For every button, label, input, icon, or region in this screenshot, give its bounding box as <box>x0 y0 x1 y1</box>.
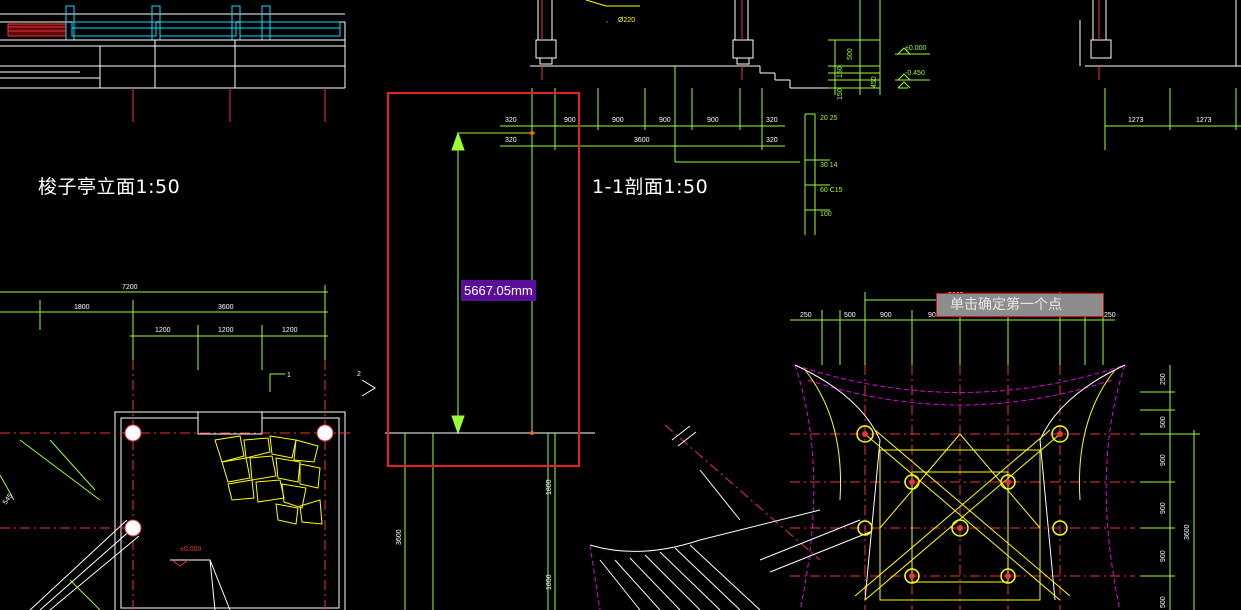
plan-dim-1200c: 1200 <box>282 327 298 334</box>
sec-dim-900a: 900 <box>564 117 576 124</box>
vertical-dim-3600: 3600 <box>396 529 403 545</box>
section-title: 1-1剖面1:50 <box>592 176 709 198</box>
roof-rdim-250: 250 <box>1160 373 1167 385</box>
roof-column-centers <box>862 431 1063 579</box>
roof-rdim-900a: 900 <box>1160 454 1167 466</box>
right-dim-1273b: 1273 <box>1196 117 1212 124</box>
roof-dim-900a: 900 <box>880 312 892 319</box>
top-diameter-label: Ø220 <box>618 17 635 24</box>
level-dim-150b: 150 <box>837 88 844 100</box>
roof-dimension-chain <box>790 292 1200 610</box>
side-note-1: 20 25 <box>820 115 838 122</box>
level-minus-text: -0.450 <box>905 70 925 77</box>
top-leader <box>585 0 640 7</box>
roof-rdim-3600: 3600 <box>1184 524 1191 540</box>
sec-dim-900d: 900 <box>707 117 719 124</box>
roof-rdim-500: 500 <box>1160 416 1167 428</box>
roof-dim-250b: 250 <box>1104 312 1116 319</box>
plan-marker-arrow <box>361 379 376 397</box>
roof-rdim-900c: 900 <box>1160 550 1167 562</box>
command-prompt-tooltip: 单击确定第一个点 <box>936 293 1104 317</box>
roof-plan <box>589 364 1135 610</box>
level-zero-text: ±0.000 <box>905 45 926 52</box>
column-markers <box>124 424 334 537</box>
level-dim-500: 500 <box>847 48 854 60</box>
roof-dim-250a: 250 <box>800 312 812 319</box>
plan-dim-545: 545 <box>2 492 14 506</box>
stone-paving <box>214 435 323 525</box>
vertical-dim-1800a: 1800 <box>546 479 553 495</box>
level-dim-150a: 150 <box>837 66 844 78</box>
section-dimension-chain <box>500 66 1241 235</box>
plan-outline <box>0 360 350 610</box>
plan-dim-1800: 1800 <box>74 304 90 311</box>
roof-columns <box>856 425 1069 584</box>
plan-dim-1200b: 1200 <box>218 327 234 334</box>
sec-dim-900c: 900 <box>659 117 671 124</box>
plan-level-zero: ±0.000 <box>180 546 201 553</box>
plan-dim-7200: 7200 <box>122 284 138 291</box>
plan-dim-1200a: 1200 <box>155 327 171 334</box>
center-diagonal <box>664 424 821 561</box>
top-dot: , <box>606 17 608 24</box>
plan-dimension-chain <box>0 285 328 392</box>
elevation-railing <box>0 5 346 122</box>
vertical-dim-1800b: 1800 <box>546 574 553 590</box>
plan-marker-1: 1 <box>287 372 291 379</box>
roof-rdim-900b: 900 <box>1160 502 1167 514</box>
elevation-title: 梭子亭立面1:50 <box>38 176 181 198</box>
sec-dim-320a: 320 <box>505 117 517 124</box>
side-note-3: 60 C15 <box>820 187 843 194</box>
roof-dim-900b: 900 <box>928 312 940 319</box>
plan-dim-3600: 3600 <box>218 304 234 311</box>
plan-marker-2: 2 <box>357 371 361 378</box>
measurement-value-badge: 5667.05mm <box>461 280 536 301</box>
level-dim-450: 450 <box>871 76 878 88</box>
snap-points <box>530 131 534 435</box>
side-note-2: 30 14 <box>820 162 838 169</box>
roof-dim-500a: 500 <box>844 312 856 319</box>
sec-dim-320b: 320 <box>766 117 778 124</box>
sec-dim-320c: 320 <box>505 137 517 144</box>
section-structure <box>530 0 1241 89</box>
roof-rdim-500b: 500 <box>1160 596 1167 608</box>
measurement-selection-box <box>387 92 580 467</box>
side-note-4: 100 <box>820 211 832 218</box>
measurement-guides <box>385 131 595 610</box>
sec-dim-900b: 900 <box>612 117 624 124</box>
sec-dim-3600: 3600 <box>634 137 650 144</box>
right-dim-1273a: 1273 <box>1128 117 1144 124</box>
level-marks <box>828 0 930 95</box>
sec-dim-320d: 320 <box>766 137 778 144</box>
